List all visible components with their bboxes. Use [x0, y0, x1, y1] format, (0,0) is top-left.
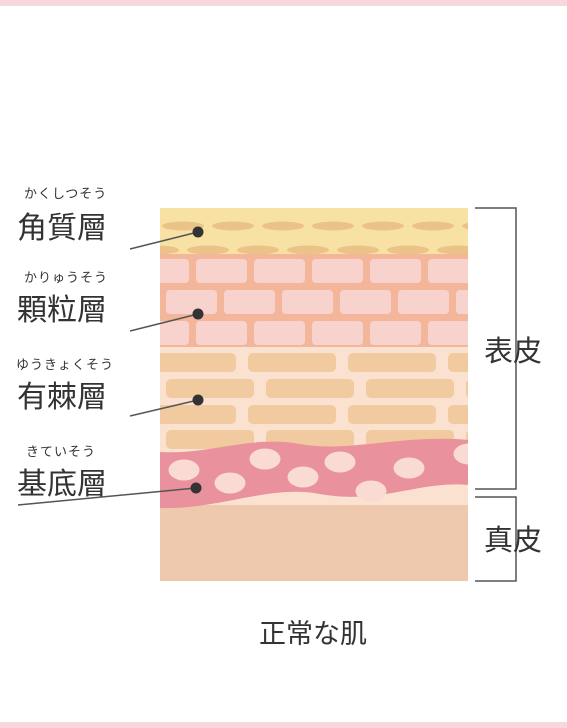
layer-labels: かくしつそう 角質層 かりゅうそう 顆粒層 ゆうきょくそう 有棘層 きていそう … — [16, 187, 204, 506]
layer-label-granulosum: かりゅうそう 顆粒層 — [17, 271, 204, 332]
granulosum-cell — [428, 321, 468, 345]
corneum-cell — [387, 245, 429, 255]
basal-cell — [249, 448, 281, 470]
granulosum-cell — [196, 259, 247, 283]
corneum-cell — [462, 222, 468, 230]
corneum-leader-line — [129, 231, 199, 250]
spinosum-cell — [248, 353, 336, 372]
epidermis-label: 表皮 — [484, 334, 542, 368]
corneum-cell — [187, 245, 229, 255]
corneum-cell — [412, 221, 454, 231]
granulosum-ruby: かりゅうそう — [24, 271, 108, 286]
granulosum-cells — [108, 259, 468, 345]
spinosum-cell — [366, 379, 454, 398]
corneum-cell — [437, 245, 468, 255]
spinosum-cell — [348, 353, 436, 372]
corneum-marker-dot — [192, 226, 204, 238]
spinosum-marker-dot — [192, 394, 204, 406]
granulosum-cell — [370, 321, 421, 345]
granulosum-cell — [370, 259, 421, 283]
spinosum-cells — [160, 353, 468, 449]
corneum-cell — [287, 245, 329, 255]
corneum-cell — [337, 245, 379, 255]
basal-name: 基底層 — [17, 467, 107, 502]
dermis-bracket — [475, 496, 517, 582]
granulosum-cell — [254, 321, 305, 345]
spinosum-cell — [466, 431, 468, 448]
corneum-cells — [160, 221, 468, 255]
spinosum-cell — [166, 379, 254, 398]
granulosum-cell — [224, 290, 275, 314]
corneum-cell — [262, 221, 304, 231]
granulosum-cell — [160, 321, 189, 345]
granulosum-name: 顆粒層 — [17, 293, 107, 328]
granulosum-cell — [282, 290, 333, 314]
granulosum-cell — [160, 259, 189, 283]
granulosum-cell — [108, 290, 159, 314]
spinosum-cell — [166, 430, 254, 449]
basal-cell — [393, 457, 425, 479]
basal-ruby: きていそう — [26, 445, 96, 460]
region-brackets: 表皮 真皮 — [475, 207, 542, 582]
bottom-frame-bar — [0, 722, 567, 728]
granulosum-leader-line — [129, 313, 199, 332]
basal-marker-dot — [190, 482, 202, 494]
layer-label-corneum: かくしつそう 角質層 — [17, 187, 204, 250]
diagram-caption: 正常な肌 — [259, 619, 367, 650]
basal-cell — [287, 466, 319, 488]
spinosum-leader-line — [129, 399, 199, 417]
basal-cells — [168, 443, 468, 502]
granulosum-marker-dot — [192, 308, 204, 320]
corneum-cell — [160, 245, 179, 255]
spinosum-cell — [466, 380, 468, 397]
corneum-cell — [312, 221, 354, 231]
epidermis-bracket — [475, 207, 517, 490]
spinosum-name: 有棘層 — [17, 380, 107, 415]
spinosum-ruby: ゆうきょくそう — [16, 358, 114, 373]
granulosum-cell — [312, 259, 363, 283]
spinosum-cell — [248, 405, 336, 424]
granulosum-cell — [166, 290, 217, 314]
basal-cell — [214, 472, 246, 494]
granulosum-cell — [196, 321, 247, 345]
basal-cell — [453, 443, 468, 465]
corneum-cell — [362, 221, 404, 231]
granulosum-cell — [456, 290, 468, 314]
spinosum-cell — [448, 405, 468, 424]
dermis-label: 真皮 — [484, 523, 542, 557]
basal-cell — [168, 459, 200, 481]
basal-cell — [324, 451, 356, 473]
granulosum-cell — [398, 290, 449, 314]
corneum-cell — [237, 245, 279, 255]
spinosum-cell — [266, 379, 354, 398]
granulosum-cell — [312, 321, 363, 345]
corneum-name: 角質層 — [17, 211, 107, 246]
spinosum-cell — [448, 353, 468, 372]
granulosum-cell — [428, 259, 468, 283]
granulosum-cell — [340, 290, 391, 314]
basal-cell — [355, 480, 387, 502]
spinosum-cell — [348, 405, 436, 424]
corneum-cell — [162, 221, 204, 231]
layer-label-spinosum: ゆうきょくそう 有棘層 — [16, 358, 204, 417]
corneum-cell — [212, 221, 254, 231]
skin-cross-section — [108, 208, 468, 581]
spinosum-cell — [160, 353, 236, 372]
basal-leader-line — [17, 487, 197, 506]
granulosum-cell — [254, 259, 305, 283]
top-frame-bar — [0, 0, 567, 6]
spinosum-cell — [160, 405, 236, 424]
corneum-ruby: かくしつそう — [24, 187, 107, 202]
layer-label-basal: きていそう 基底層 — [17, 445, 202, 506]
